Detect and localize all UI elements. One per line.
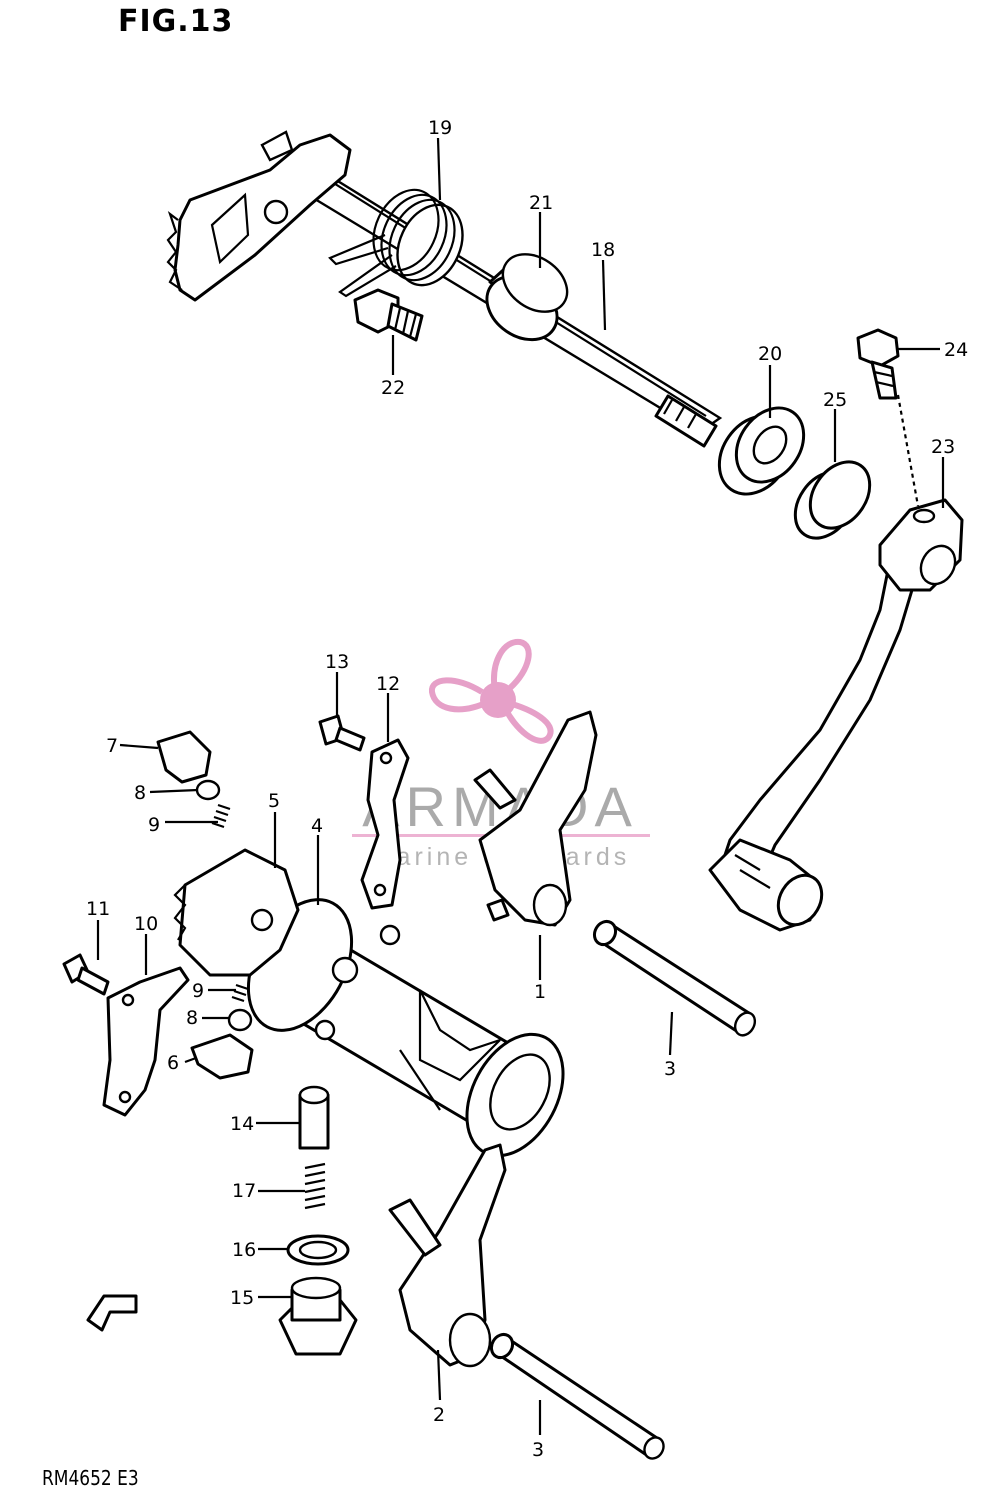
propeller-logo xyxy=(429,638,554,744)
oil-seal xyxy=(717,406,806,496)
callout-18: 18 xyxy=(591,239,615,261)
gear-shift-shaft xyxy=(166,130,723,448)
cam-stopper-plate xyxy=(62,953,190,1117)
callout-20: 20 xyxy=(758,343,782,365)
shift-cam xyxy=(173,848,300,977)
gearshift-pedal xyxy=(708,498,964,932)
callout-3: 3 xyxy=(664,1058,676,1080)
callout-13: 13 xyxy=(325,651,349,673)
figure-title: FIG.13 xyxy=(118,4,234,39)
callout-23: 23 xyxy=(931,436,955,458)
fork-shaft-upper xyxy=(592,919,757,1037)
callout-24: 24 xyxy=(944,339,968,361)
drawing-code: RM4652 E3 xyxy=(42,1466,139,1490)
callout-6: 6 xyxy=(167,1052,179,1074)
callout-12: 12 xyxy=(376,673,400,695)
callout-14: 14 xyxy=(230,1113,254,1135)
callout-8b: 8 xyxy=(186,1007,198,1029)
callout-10: 10 xyxy=(134,913,158,935)
stopper-bolt xyxy=(353,288,424,342)
callout-21: 21 xyxy=(529,192,553,214)
callout-3b: 3 xyxy=(532,1439,544,1461)
shift-fork-2 xyxy=(388,1143,507,1368)
bushing xyxy=(793,460,872,540)
callout-4: 4 xyxy=(311,815,323,837)
callout-19: 19 xyxy=(428,117,452,139)
callout-2: 2 xyxy=(433,1404,445,1426)
cam-guide-plate xyxy=(318,714,410,910)
callout-22: 22 xyxy=(381,377,405,399)
callout-15: 15 xyxy=(230,1287,254,1309)
callout-11: 11 xyxy=(86,898,110,920)
leader-lines xyxy=(96,137,945,1435)
callout-25: 25 xyxy=(823,389,847,411)
return-spring xyxy=(328,188,464,298)
callout-17: 17 xyxy=(232,1180,256,1202)
shaft-collar xyxy=(485,253,569,342)
callout-labels: 1 2 3 3 4 5 6 7 8 8 9 9 10 11 12 13 14 1… xyxy=(86,117,968,1461)
callout-1: 1 xyxy=(534,981,546,1003)
neutral-switch-parts xyxy=(278,1085,358,1356)
callout-7: 7 xyxy=(106,735,118,757)
callout-16: 16 xyxy=(232,1239,256,1261)
shift-fork-1 xyxy=(473,710,598,927)
callout-9: 9 xyxy=(148,814,160,836)
fork-shaft-lower xyxy=(489,1332,665,1460)
front-arrow-icon xyxy=(86,1294,138,1332)
cam-stopper-upper xyxy=(156,730,231,829)
callout-8: 8 xyxy=(134,782,146,804)
callout-9b: 9 xyxy=(192,980,204,1002)
cam-stopper-lower xyxy=(190,983,254,1080)
pedal-bolt xyxy=(856,328,900,400)
callout-5: 5 xyxy=(268,790,280,812)
